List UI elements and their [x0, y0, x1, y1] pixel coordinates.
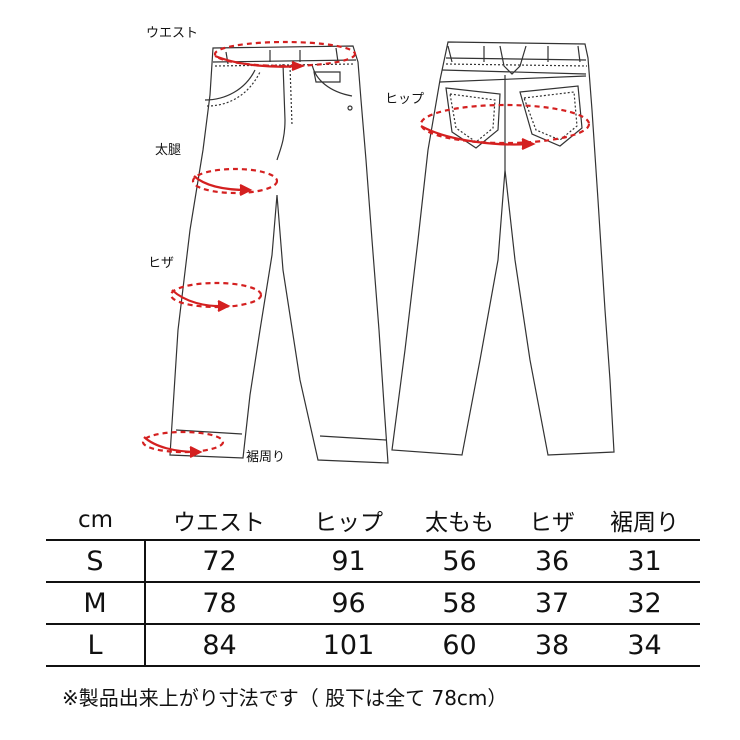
hem-label: 裾周り [246, 450, 286, 465]
table-cell: 84 [145, 623, 293, 667]
knee-measure-marker [169, 281, 263, 312]
table-cell: 60 [404, 623, 515, 667]
hem-measure-marker [141, 430, 225, 458]
header-thigh: 太もも [425, 509, 494, 536]
header-hip: ヒップ [314, 509, 383, 536]
table-header-row: cm ウエスト ヒップ 太もも ヒザ 裾周り [46, 500, 700, 540]
waist-measure-marker [213, 40, 357, 72]
table-cell: 101 [293, 623, 404, 667]
size-label: L [46, 623, 146, 667]
size-table: cm ウエスト ヒップ 太もも ヒザ 裾周り S 72 91 56 36 31 … [46, 500, 700, 667]
table-row: S 72 91 56 36 31 [46, 539, 700, 582]
table-cell: 91 [293, 539, 404, 582]
table-cell: 78 [145, 581, 293, 624]
back-pants-drawing [391, 41, 615, 456]
header-waist: ウエスト [173, 509, 265, 536]
hip-label: ヒップ [385, 92, 425, 107]
table-row: M 78 96 58 37 32 [46, 581, 700, 624]
hip-measure-marker [419, 103, 591, 151]
table-row: L 84 101 60 38 34 [46, 623, 700, 667]
pants-illustration [141, 40, 615, 464]
table-cell: 32 [589, 581, 700, 624]
thigh-measure-marker [191, 167, 279, 196]
pants-diagram: ウエスト 太腿 ヒザ 裾周り ヒップ [141, 26, 615, 465]
size-label: M [46, 581, 146, 624]
table-cell: 37 [515, 581, 589, 624]
table-cell: 72 [145, 539, 293, 582]
footnote: ※製品出来上がり寸法です（ 股下は全て 78cm） [62, 686, 508, 710]
table-cell: 56 [404, 539, 515, 582]
table-cell: 31 [589, 539, 700, 582]
table-cell: 36 [515, 539, 589, 582]
header-hem: 裾周り [610, 509, 679, 536]
table-cell: 34 [589, 623, 700, 667]
header-knee: ヒザ [529, 509, 575, 536]
size-label: S [46, 539, 146, 582]
table-cell: 38 [515, 623, 589, 667]
thigh-label: 太腿 [155, 143, 182, 158]
table-cell: 58 [404, 581, 515, 624]
unit-header: cm [77, 506, 114, 533]
front-pants-drawing [169, 45, 389, 464]
waist-label: ウエスト [146, 26, 199, 41]
knee-label: ヒザ [148, 256, 175, 271]
table-cell: 96 [293, 581, 404, 624]
